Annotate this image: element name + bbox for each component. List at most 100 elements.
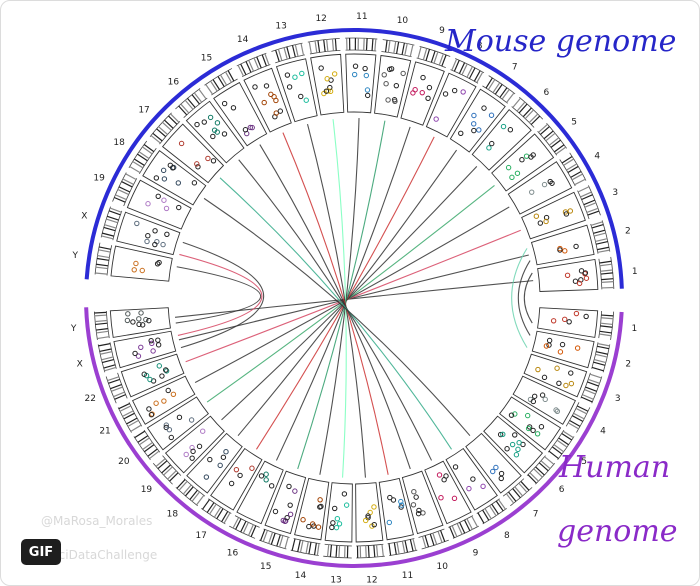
mouse-cytoband: [601, 278, 614, 281]
human-data-point: [237, 472, 243, 479]
mouse-data-point: [576, 280, 583, 287]
human-ideogram-17: [201, 508, 226, 525]
human-cytoband: [558, 437, 569, 446]
human-ideogram-6: [535, 462, 556, 485]
mouse-data-point: [176, 204, 182, 211]
human-data-point: [493, 464, 499, 471]
mouse-cytoband: [253, 57, 260, 70]
human-cytoband: [126, 417, 138, 425]
human-ideogram-inner-8: [476, 498, 500, 514]
human-data-point: [203, 474, 210, 480]
human-ideogram-16: [229, 525, 256, 539]
human-cytoband: [191, 491, 200, 502]
human-ideogram-18: [175, 487, 198, 507]
human-data-point: [557, 349, 564, 355]
human-track-box-6: [483, 415, 544, 474]
human-data-point: [153, 400, 159, 406]
mouse-data-point: [351, 71, 358, 78]
human-data-point: [132, 350, 138, 357]
mouse-cytoband: [600, 272, 613, 275]
human-data-point: [138, 310, 144, 316]
mouse-cytoband: [571, 173, 583, 181]
human-data-point: [574, 345, 581, 351]
human-cytoband: [482, 509, 490, 521]
mouse-data-point: [528, 154, 534, 160]
human-cytoband: [588, 378, 600, 384]
human-cytoband: [529, 472, 539, 482]
mouse-data-point: [458, 130, 464, 137]
mouse-data-point: [573, 243, 579, 250]
human-cytoband: [576, 405, 589, 412]
human-ideogram-inner-14: [293, 538, 321, 545]
human-data-point: [165, 387, 171, 394]
human-chromosome-label: 15: [260, 562, 271, 572]
mouse-cytoband: [430, 50, 436, 63]
human-ideogram-3: [591, 376, 603, 404]
synteny-link: [185, 229, 521, 363]
human-cytoband: [518, 482, 528, 493]
human-cytoband: [449, 526, 455, 539]
human-cytoband: [155, 458, 166, 467]
mouse-ideogram-inner-13: [275, 54, 305, 64]
mouse-cytoband: [326, 39, 329, 52]
human-data-point: [188, 417, 195, 423]
mouse-data-point: [242, 127, 249, 133]
human-ideogram-inner-21: [128, 402, 143, 427]
human-cytoband: [375, 544, 379, 557]
mouse-cytoband: [528, 113, 539, 123]
mouse-cytoband: [108, 210, 121, 216]
mouse-cytoband: [125, 173, 137, 181]
mouse-cytoband: [580, 191, 592, 198]
human-data-point: [530, 427, 536, 434]
human-cytoband: [108, 378, 120, 384]
human-track-box-17: [210, 447, 263, 511]
human-cytoband: [232, 517, 240, 529]
mouse-cytoband: [178, 105, 188, 116]
mouse-cytoband: [595, 238, 608, 243]
human-ideogram-inner-X: [109, 342, 117, 369]
human-cytoband: [508, 491, 517, 502]
mouse-cytoband: [468, 67, 476, 79]
mouse-cytoband: [570, 170, 582, 178]
mouse-cytoband: [283, 47, 288, 60]
human-cytoband: [104, 366, 117, 372]
human-cytoband: [597, 343, 610, 347]
human-cytoband: [575, 407, 588, 415]
mouse-cytoband: [586, 207, 599, 214]
human-data-point: [583, 313, 589, 320]
mouse-cytoband: [600, 269, 613, 272]
human-track-box-1: [537, 307, 599, 338]
human-cytoband: [206, 502, 215, 513]
human-chromosome-label: 21: [99, 426, 110, 436]
mouse-cytoband: [530, 115, 541, 125]
mouse-data-point: [170, 165, 176, 171]
human-cytoband: [95, 319, 108, 323]
mouse-ideogram-X: [100, 206, 111, 238]
mouse-cytoband: [191, 94, 200, 105]
mouse-ideogram-inner-3: [577, 190, 590, 220]
mouse-chromosome-label: 16: [168, 77, 180, 87]
mouse-cytoband: [317, 40, 321, 53]
human-chromosome-label: 1: [632, 324, 638, 334]
mouse-cytoband: [180, 103, 190, 114]
gif-badge[interactable]: GIF: [21, 539, 61, 565]
mouse-cytoband: [96, 257, 109, 261]
mouse-cytoband: [599, 263, 612, 267]
human-data-point: [135, 353, 142, 359]
human-chromosome-label: 14: [295, 571, 307, 581]
mouse-cytoband: [294, 44, 299, 57]
synteny-link: [175, 266, 262, 324]
human-cytoband: [484, 508, 492, 520]
mouse-cytoband: [524, 109, 534, 120]
mouse-cytoband: [540, 126, 550, 135]
human-cytoband: [196, 494, 205, 506]
mouse-track-box-4: [507, 161, 573, 215]
mouse-data-point: [563, 211, 570, 217]
mouse-ideogram-4: [569, 152, 587, 181]
human-cytoband: [110, 383, 122, 390]
human-cytoband: [113, 391, 125, 398]
mouse-cytoband: [563, 158, 575, 166]
human-data-point: [146, 406, 152, 412]
human-data-point: [217, 462, 223, 469]
mouse-cytoband: [142, 146, 153, 155]
